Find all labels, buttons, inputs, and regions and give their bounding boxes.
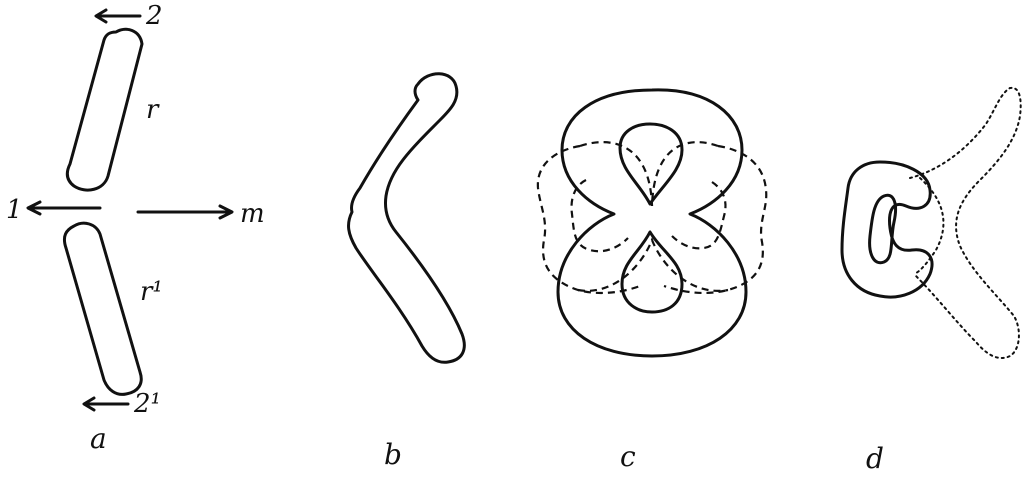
label-2-prime: 2¹: [133, 389, 161, 419]
panel-b: b: [349, 74, 465, 471]
label-r: r: [146, 95, 160, 125]
rod-r-prime: [64, 223, 141, 394]
label-r-prime: r¹: [140, 277, 163, 307]
dotted-partner: [910, 88, 1021, 358]
dashed-cross-upper: [580, 142, 718, 206]
label-2: 2: [145, 1, 163, 31]
caption-c: c: [620, 440, 636, 473]
panel-d: d: [842, 88, 1021, 475]
panel-c: c: [538, 90, 766, 473]
caption-b: b: [384, 438, 402, 471]
bent-chromosome-b: [349, 74, 465, 363]
c-inner-hole: [870, 195, 896, 263]
label-1: 1: [6, 195, 23, 225]
rod-r: [67, 29, 142, 190]
panel-a: 2 2¹ 1 m r r¹ a: [6, 1, 265, 455]
caption-a: a: [90, 422, 107, 455]
caption-d: d: [866, 442, 884, 475]
c-shaped-chromosome: [842, 162, 932, 297]
dashed-inner-right: [672, 182, 726, 248]
figure-eight-outer: [558, 90, 746, 356]
label-m: m: [240, 199, 265, 229]
